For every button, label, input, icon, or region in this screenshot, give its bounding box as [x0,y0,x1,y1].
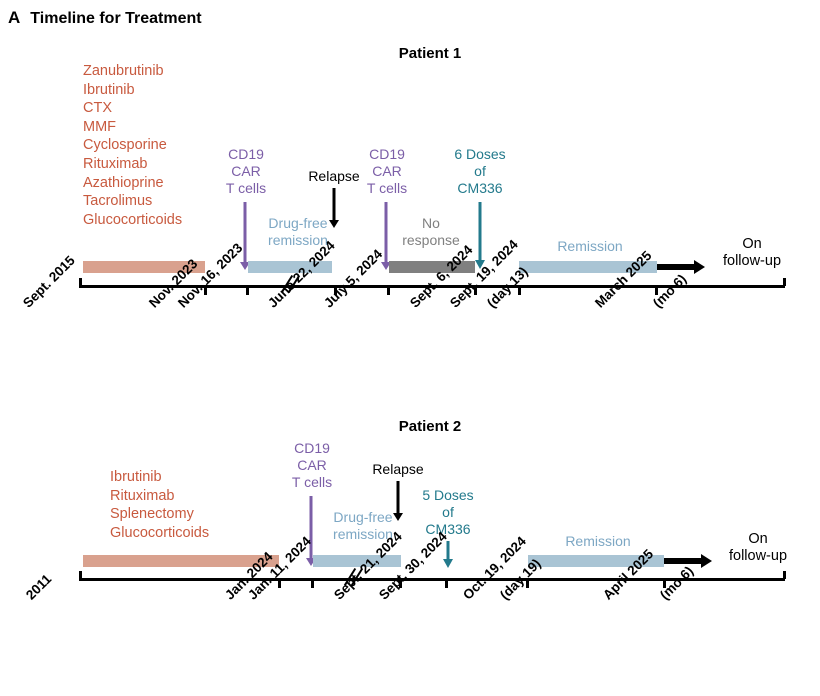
no-response-line: response [402,232,460,248]
patient-2-axis [79,578,785,581]
patient-1-prior-therapy-bar [83,261,205,273]
patient-2-tick [663,579,666,588]
drug-item: Glucocorticoids [110,524,210,541]
drug-item: Splenectomy [110,506,194,523]
patient-2-remission-bar [528,555,664,567]
patient-1-tick [334,286,337,295]
patient-2-remission-label: Remission [565,533,631,549]
patient-2-date-label: 2011 [23,571,55,603]
patient-2-tick [311,579,314,588]
patient-1-tick [204,286,207,295]
car-t-line: CAR [297,457,327,473]
drug-item: Glucocorticoids [83,211,183,228]
patient-2-follow-up-arrow-icon [664,554,712,568]
drug-item: Zanubrutinib [83,63,164,79]
car-t-line: CAR [372,163,402,179]
patient-1-tick [474,286,477,295]
follow-up-line: follow-up [722,253,782,269]
drug-free-line: remission [333,526,393,542]
panel-letter: A [8,8,21,27]
drug-free-line: Drug-free [268,215,328,231]
patient-2-tick [278,579,281,588]
patient-1-title: Patient 1 [398,45,462,62]
patient-2-title: Patient 2 [398,418,462,435]
cm336-line: 6 Doses [454,146,506,162]
patient-1-axis-end-cap [783,278,786,286]
drug-item: MMF [83,118,117,135]
car-t-line: T cells [225,180,267,196]
patient-1-date-label: March 2025 [592,247,655,311]
patient-2-axis-start-cap [79,571,82,579]
patient-2-tick [399,579,402,588]
patient-2-follow-up-label: On follow-up [712,531,804,565]
cm336-line: of [442,504,454,520]
patient-2-relapse-arrow-icon [392,481,404,523]
patient-2-prior-therapy-bar [83,555,279,567]
patient-2-date-label: Oct. 19, 2024 [460,533,529,603]
patient-2-cm336-label: 5 Doses of CM336 [405,487,491,538]
patient-1-car-t-1-arrow-icon [239,202,251,270]
patient-1-no-response-bar [389,261,475,273]
car-t-line: T cells [366,180,408,196]
patient-1-car-t-1-label: CD19 CAR T cells [206,146,286,197]
patient-1-no-response-label: No response [385,215,477,249]
drug-item: Cyclosporine [83,137,167,154]
patient-1-tick [518,286,521,295]
cm336-line: CM336 [425,521,471,537]
patient-2-drug-free-label: Drug-free remission [318,509,408,543]
drug-item: Ibrutinib [110,469,162,485]
patient-2-tick [445,579,448,588]
patient-2-drug-list: Ibrutinib Rituximab Splenectomy Glucocor… [110,468,209,542]
patient-1-cm336-label: 6 Doses of CM336 [437,146,523,197]
car-t-line: T cells [291,474,333,490]
patient-1-tick [246,286,249,295]
patient-1-remission-bar [519,261,657,273]
car-t-line: CAR [231,163,261,179]
panel-header: A Timeline for Treatment [8,8,202,28]
patient-1-date-label: Sept. 2015 [20,252,78,311]
patient-1-relapse-label: Relapse [308,168,360,184]
drug-free-line: Drug-free [333,509,393,525]
patient-1-cm336-arrow-icon [474,202,486,270]
patient-1-axis-start-cap [79,278,82,286]
follow-up-line: On [742,236,762,252]
patient-2-tick [526,579,529,588]
patient-1-axis [79,285,785,288]
patient-1-drug-list: Zanubrutinib Ibrutinib CTX MMF Cyclospor… [83,62,182,229]
car-t-line: CD19 [294,440,330,456]
drug-item: Rituximab [83,155,148,172]
patient-1-drug-free-remission-bar [248,261,332,273]
patient-1-follow-up-label: On follow-up [706,236,798,270]
follow-up-line: follow-up [728,548,788,564]
patient-1-car-t-2-arrow-icon [380,202,392,270]
cm336-line: 5 Doses [422,487,474,503]
drug-item: Ibrutinib [83,81,135,98]
patient-2-car-t-arrow-icon [305,496,317,568]
drug-item: Azathioprine [83,174,164,191]
patient-1-tick [387,286,390,295]
patient-2-axis-end-cap [783,571,786,579]
patient-1-car-t-2-label: CD19 CAR T cells [347,146,427,197]
panel-title: Timeline for Treatment [30,10,202,27]
patient-1-date-label: July 5, 2024 [321,246,386,311]
cm336-line: of [474,163,486,179]
drug-free-line: remission [268,232,328,248]
patient-2-drug-free-remission-bar [313,555,401,567]
patient-1-tick [655,286,658,295]
drug-item: Rituximab [110,487,175,504]
patient-1-relapse-arrow-icon [328,188,340,230]
car-t-line: CD19 [369,146,405,162]
drug-item: Tacrolimus [83,193,153,210]
cm336-line: CM336 [457,180,503,196]
follow-up-line: On [748,531,768,547]
patient-1-drug-free-label: Drug-free remission [253,215,343,249]
car-t-line: CD19 [228,146,264,162]
patient-2-relapse-label: Relapse [372,461,424,477]
patient-2-car-t-label: CD19 CAR T cells [272,440,352,491]
patient-2-cm336-arrow-icon [442,541,454,571]
drug-item: CTX [83,100,112,117]
no-response-line: No [422,215,440,231]
patient-1-follow-up-arrow-icon [657,260,705,274]
patient-1-remission-label: Remission [557,238,623,254]
